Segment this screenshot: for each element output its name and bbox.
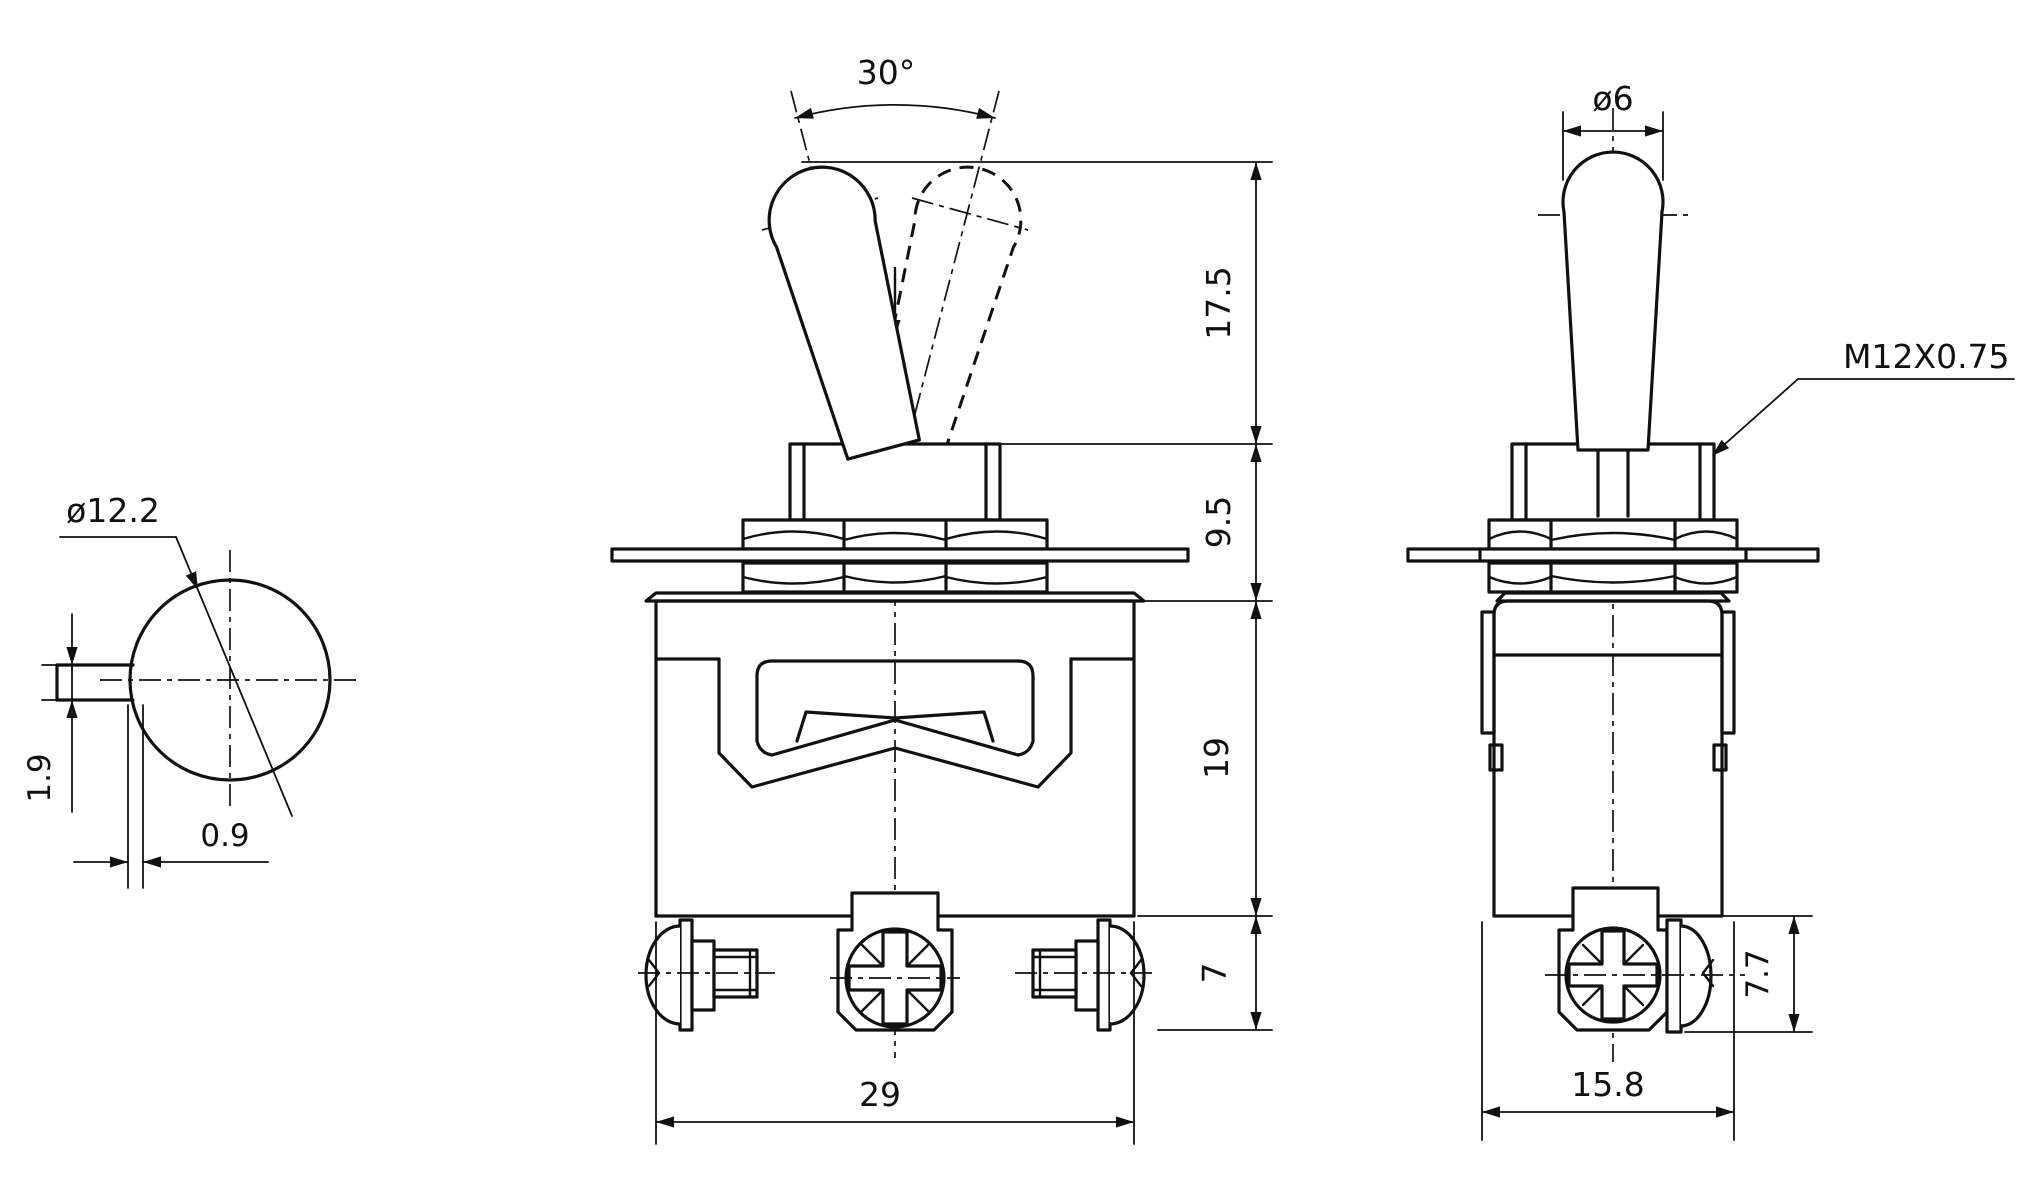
terminal-screw-center-front [830,891,960,1032]
diameter-callout: ø12.2 [59,491,293,817]
tab-depth-dimension: 0.9 [73,704,269,889]
screw-height-dimension: 7.7 [1684,915,1813,1033]
toggle-lever [767,165,921,461]
dim-tab-depth: 0.9 [200,818,249,854]
front-view: 30° 17.5 9.5 19 7 [610,53,1273,1145]
phillips-cross-icon-side [1567,929,1659,1021]
side-bushing-stack [1406,442,1820,603]
hex-nut-lower-side [1487,561,1739,594]
dim-terminal-height: 7 [1195,963,1234,984]
bushing-lock-collar [788,442,1002,522]
dim-lever-diameter: ø6 [1592,79,1633,118]
keyway-tab [55,663,135,702]
hex-nut-upper-side [1487,518,1739,551]
tab-height-dimension: 1.9 [22,613,78,813]
dim-body-width: 29 [859,1075,901,1114]
side-screw-head [1680,924,1713,1028]
switch-body-front [638,599,1152,1032]
lever-diameter-dimension: ø6 [1562,79,1664,181]
phillips-cross-icon [847,930,943,1026]
bushing-lock-collar-side [1510,442,1716,522]
body-outline-side [1492,599,1724,918]
switch-body-side [1480,599,1745,1034]
toggle-lever-dashed-position [869,165,1023,460]
mounting-clip-right [1712,610,1736,772]
terminal-screw-side [1545,886,1745,1034]
front-height-dimensions: 17.5 9.5 19 7 [801,161,1273,1031]
body-width-dimension: 29 [655,921,1135,1145]
lever-ball-tick-right [911,197,1029,231]
terminal-screw-left-front [638,918,775,1032]
front-bushing-stack [610,442,1190,603]
toggle-lever-side [1561,150,1665,452]
panel-plate-side [1406,547,1820,563]
hex-nut-upper-front [741,518,1049,551]
hex-nut-lower-front [741,561,1049,594]
side-view: ø6 M12X0.75 7.7 15.8 [1406,79,2015,1141]
dim-body-height: 19 [1197,737,1236,779]
dim-lever-height: 17.5 [1199,266,1238,339]
dim-body-depth: 15.8 [1571,1065,1644,1104]
dim-circle-diameter: ø12.2 [66,491,160,530]
rear-view: ø12.2 1.9 0.9 [22,491,360,889]
dim-screw-height: 7.7 [1740,949,1776,998]
body-interior-detail [654,657,1136,789]
side-screw-washer [1665,918,1683,1034]
panel-plate-front [610,547,1190,563]
dim-throw-angle: 30° [857,53,916,92]
terminal-screw-right-front [1015,918,1152,1032]
throw-angle-dimension: 30° [793,53,997,124]
dim-bushing-height: 9.5 [1199,496,1238,548]
body-outline-front [654,599,1136,918]
body-depth-dimension: 15.8 [1481,921,1735,1141]
dim-tab-height: 1.9 [22,753,58,802]
thread-spec-label: M12X0.75 [1843,337,2010,376]
mounting-clip-left [1480,610,1504,772]
bushing-circle [128,578,332,782]
thread-callout: M12X0.75 [1708,337,2015,461]
